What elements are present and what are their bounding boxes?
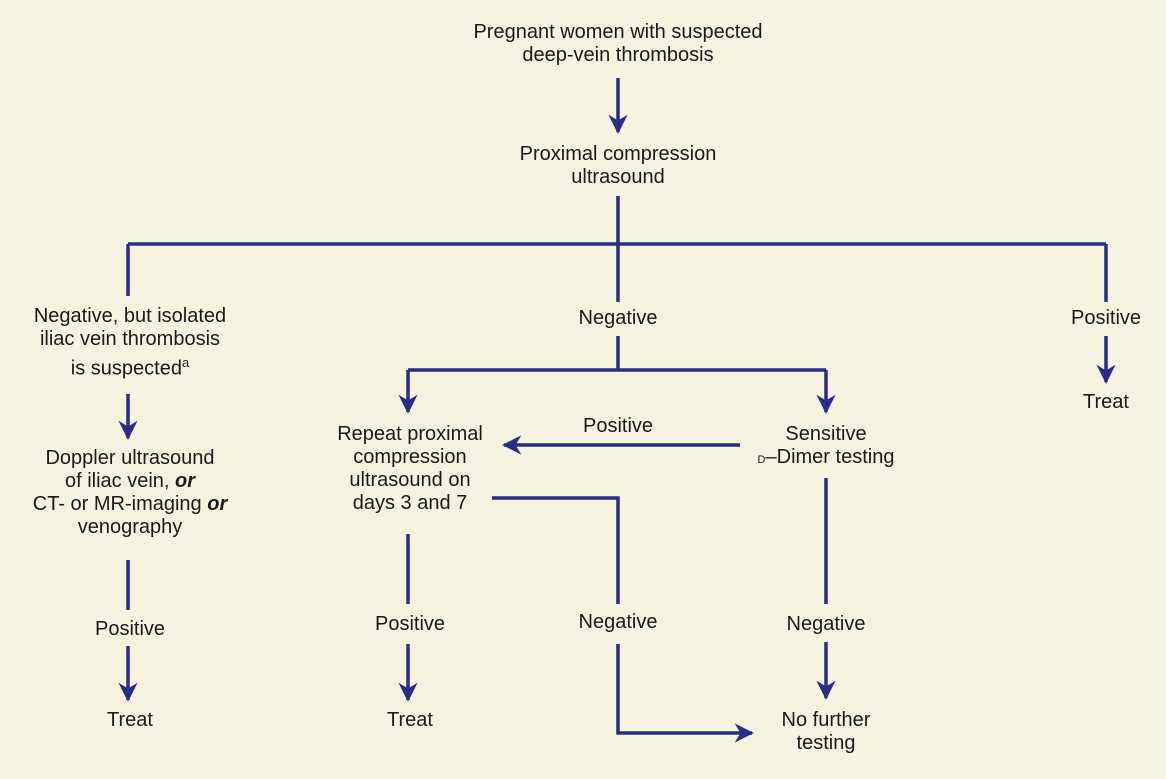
text-line: ultrasound bbox=[571, 166, 665, 188]
text-line: deep-vein thrombosis bbox=[522, 44, 714, 66]
emphasis-or: or bbox=[175, 470, 196, 492]
node-doppler-imaging: Doppler ultrasound of iliac vein, or CT-… bbox=[33, 447, 227, 539]
node-positive-right: Positive bbox=[1070, 307, 1142, 329]
text-line: iliac vein thrombosis bbox=[39, 328, 221, 350]
text-line: CT- or MR-imaging bbox=[32, 493, 208, 515]
node-negative-iliac-suspected: Negative, but isolated iliac vein thromb… bbox=[34, 305, 226, 381]
node-positive-mid: Positive bbox=[374, 613, 446, 635]
text-line: –Dimer testing bbox=[765, 446, 895, 468]
text-line: Sensitive bbox=[785, 423, 867, 445]
arrow-negative-to-nofurther bbox=[616, 644, 754, 743]
node-repeat-ultrasound: Repeat proximal compression ultrasound o… bbox=[337, 423, 483, 515]
node-no-further-testing: No further testing bbox=[782, 709, 871, 755]
text-line: Repeat proximal bbox=[337, 423, 483, 445]
text-line: of iliac vein, bbox=[64, 470, 176, 492]
text-line: Proximal compression bbox=[519, 143, 717, 165]
node-positive-left: Positive bbox=[94, 618, 166, 640]
text-line: Doppler ultrasound bbox=[45, 447, 215, 469]
node-proximal-compression-ultrasound: Proximal compression ultrasound bbox=[520, 143, 717, 189]
emphasis-or: or bbox=[207, 493, 228, 515]
node-negative-right: Negative bbox=[786, 613, 866, 635]
text-line: compression bbox=[353, 446, 467, 468]
text-line: ultrasound on bbox=[349, 469, 471, 491]
node-treat-right: Treat bbox=[1083, 391, 1129, 413]
node-treat-left: Treat bbox=[107, 709, 153, 731]
text-line: is suspected bbox=[70, 357, 182, 380]
line-repeat-negative bbox=[492, 496, 620, 604]
text-line: Negative, but isolated bbox=[33, 305, 227, 327]
footnote-marker: a bbox=[181, 355, 190, 370]
label-positive-arrow: Positive bbox=[582, 415, 654, 437]
node-start: Pregnant women with suspected deep-vein … bbox=[473, 21, 762, 67]
d-small-caps: D bbox=[757, 450, 766, 467]
text-line: Pregnant women with suspected bbox=[473, 21, 763, 43]
text-line: No further bbox=[781, 709, 871, 731]
node-negative: Negative bbox=[578, 307, 658, 329]
text-line: venography bbox=[77, 516, 183, 538]
node-ddimer-testing: Sensitive D–Dimer testing bbox=[758, 423, 895, 470]
text-line: days 3 and 7 bbox=[352, 492, 468, 514]
node-treat-mid: Treat bbox=[387, 709, 433, 731]
node-negative-mid: Negative bbox=[578, 611, 658, 633]
text-line: testing bbox=[796, 732, 856, 754]
